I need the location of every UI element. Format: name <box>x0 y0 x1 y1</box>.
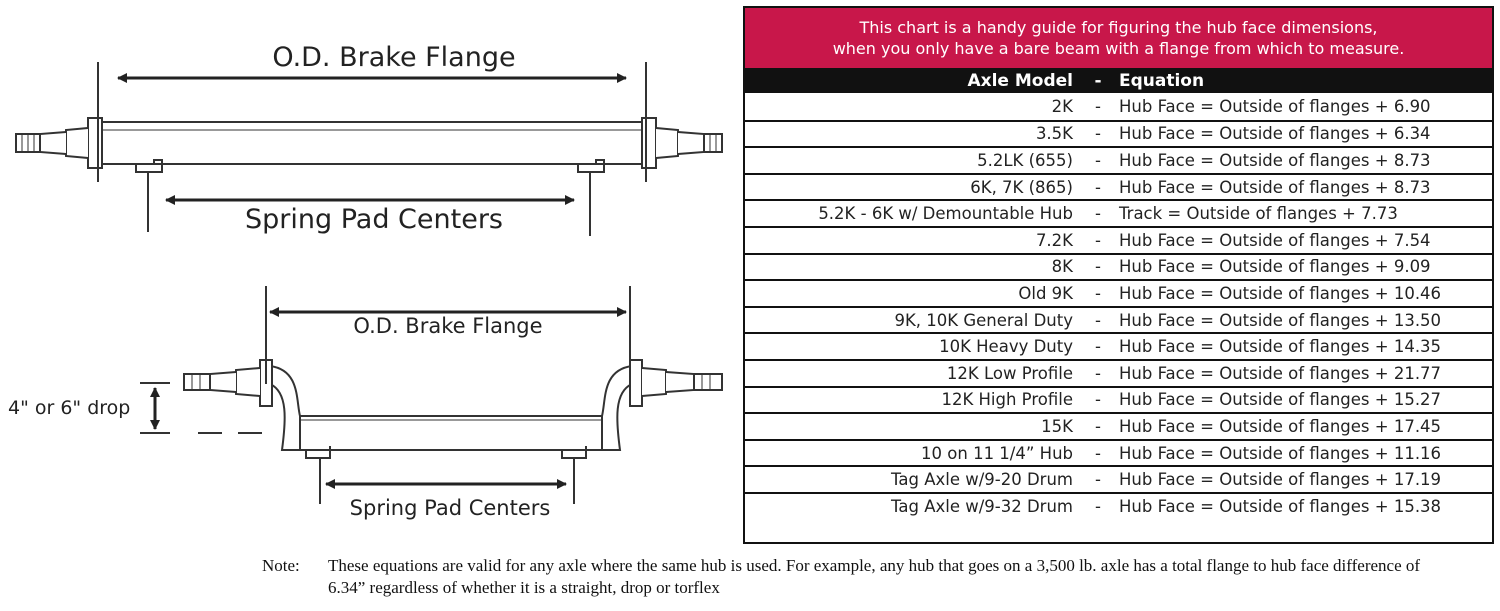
table-row: Tag Axle w/9-20 Drum -Hub Face = Outside … <box>745 465 1492 492</box>
table-row: 15K -Hub Face = Outside of flanges + 17.4… <box>745 412 1492 439</box>
table-row: Old 9K -Hub Face = Outside of flanges + 1… <box>745 279 1492 306</box>
axle-model-cell: Tag Axle w/9-20 Drum <box>891 470 1073 490</box>
drop-label: 4" or 6" drop <box>8 397 130 419</box>
table-row: 5.2LK (655) -Hub Face = Outside of flange… <box>745 146 1492 173</box>
equation-cell: Hub Face = Outside of flanges + 13.50 <box>1119 310 1442 330</box>
equation-cell: Hub Face = Outside of flanges + 21.77 <box>1119 363 1442 383</box>
equation-cell: Hub Face = Outside of flanges + 11.16 <box>1119 443 1442 463</box>
dash-cell: - <box>1095 363 1101 383</box>
top-spring-label: Spring Pad Centers <box>245 204 503 235</box>
dash-cell: - <box>1095 257 1101 277</box>
dash-cell: - <box>1095 310 1101 330</box>
dash-cell: - <box>1095 443 1101 463</box>
chart-header-line1: This chart is a handy guide for figuring… <box>859 18 1378 37</box>
chart-header: This chart is a handy guide for figuring… <box>745 8 1492 68</box>
hub-face-chart: This chart is a handy guide for figuring… <box>743 6 1494 544</box>
axle-model-cell: 10K Heavy Duty <box>939 337 1073 357</box>
axle-model-cell: 10 on 11 1/4” Hub <box>921 443 1073 463</box>
column-header-dash: - <box>1094 70 1102 91</box>
equation-cell: Track = Outside of flanges + 7.73 <box>1119 204 1398 224</box>
bottom-spring-label: Spring Pad Centers <box>350 496 551 520</box>
dash-cell: - <box>1095 124 1101 144</box>
axle-model-cell: Tag Axle w/9-32 Drum <box>891 496 1073 516</box>
column-header-equation: Equation <box>1119 70 1205 91</box>
dash-cell: - <box>1095 416 1101 436</box>
table-row: 3.5K -Hub Face = Outside of flanges + 6.3… <box>745 119 1492 147</box>
equation-cell: Hub Face = Outside of flanges + 10.46 <box>1119 283 1442 303</box>
axle-model-cell: 2K <box>1051 96 1073 116</box>
dash-cell: - <box>1095 150 1101 170</box>
table-row: 7.2K -Hub Face = Outside of flanges + 7.5… <box>745 225 1492 253</box>
footnote: Note: These equations are valid for any … <box>262 555 1462 599</box>
dash-cell: - <box>1095 337 1101 357</box>
axle-model-cell: 6K, 7K (865) <box>970 177 1073 197</box>
chart-header-line2: when you only have a bare beam with a fl… <box>832 39 1405 58</box>
table-row: Tag Axle w/9-32 Drum -Hub Face = Outside … <box>745 491 1492 519</box>
axle-diagram: O.D. Brake Flange Spring Pad Centers <box>8 42 723 520</box>
axle-model-cell: Old 9K <box>1018 283 1073 303</box>
table-row: 5.2K - 6K w/ Demountable Hub -Track = Out… <box>745 199 1492 226</box>
equation-cell: Hub Face = Outside of flanges + 17.19 <box>1119 470 1442 490</box>
note-label: Note: <box>262 556 300 575</box>
table-row: 9K, 10K General Duty -Hub Face = Outside … <box>745 305 1492 333</box>
dash-cell: - <box>1095 204 1101 224</box>
top-od-label: O.D. Brake Flange <box>272 42 515 73</box>
axle-model-cell: 12K High Profile <box>941 390 1073 410</box>
dash-cell: - <box>1095 496 1101 516</box>
table-row: 10K Heavy Duty -Hub Face = Outside of fla… <box>745 332 1492 359</box>
column-header-model: Axle Model <box>967 70 1073 91</box>
drop-axle-drawing <box>140 286 723 504</box>
dash-cell: - <box>1095 390 1101 410</box>
table-row: 12K High Profile -Hub Face = Outside of f… <box>745 385 1492 413</box>
table-row: 8K -Hub Face = Outside of flanges + 9.09 <box>745 252 1492 280</box>
equation-cell: Hub Face = Outside of flanges + 15.38 <box>1119 496 1442 516</box>
table-row: 2K -Hub Face = Outside of flanges + 6.90 <box>745 93 1492 120</box>
equation-cell: Hub Face = Outside of flanges + 7.54 <box>1119 230 1431 250</box>
axle-model-cell: 12K Low Profile <box>946 363 1073 383</box>
axle-model-cell: 9K, 10K General Duty <box>894 310 1073 330</box>
dash-cell: - <box>1095 470 1101 490</box>
axle-model-cell: 7.2K <box>1035 230 1073 250</box>
table-row: 12K Low Profile -Hub Face = Outside of fl… <box>745 358 1492 386</box>
equation-cell: Hub Face = Outside of flanges + 6.34 <box>1119 124 1431 144</box>
axle-model-cell: 15K <box>1041 416 1073 436</box>
note-text: These equations are valid for any axle w… <box>328 556 1421 597</box>
equation-cell: Hub Face = Outside of flanges + 9.09 <box>1119 257 1431 277</box>
dash-cell: - <box>1095 283 1101 303</box>
dash-cell: - <box>1095 177 1101 197</box>
equation-cell: Hub Face = Outside of flanges + 15.27 <box>1119 390 1442 410</box>
table-row: 10 on 11 1/4” Hub -Hub Face = Outside of … <box>745 438 1492 466</box>
equation-cell: Hub Face = Outside of flanges + 17.45 <box>1119 416 1442 436</box>
dash-cell: - <box>1095 230 1101 250</box>
axle-model-cell: 3.5K <box>1035 124 1073 144</box>
axle-model-cell: 5.2K - 6K w/ Demountable Hub <box>818 204 1073 224</box>
dash-cell: - <box>1095 96 1101 116</box>
column-header-row: Axle Model - Equation <box>745 68 1492 93</box>
bottom-od-label: O.D. Brake Flange <box>353 314 542 338</box>
axle-model-cell: 5.2LK (655) <box>977 150 1073 170</box>
table-row: 6K, 7K (865) -Hub Face = Outside of flang… <box>745 172 1492 200</box>
equation-cell: Hub Face = Outside of flanges + 8.73 <box>1119 150 1431 170</box>
straight-axle-drawing <box>15 62 723 236</box>
equation-cell: Hub Face = Outside of flanges + 8.73 <box>1119 177 1431 197</box>
equation-cell: Hub Face = Outside of flanges + 14.35 <box>1119 337 1442 357</box>
equation-cell: Hub Face = Outside of flanges + 6.90 <box>1119 96 1431 116</box>
axle-model-cell: 8K <box>1051 257 1073 277</box>
